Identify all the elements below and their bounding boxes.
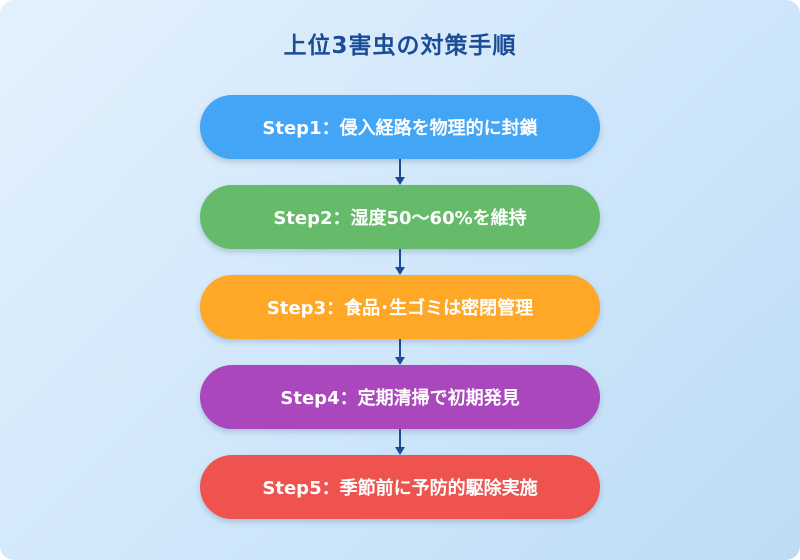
arrow-down-icon [395,339,405,365]
step-5-box: Step5：季節前に予防的駆除実施 [200,455,600,519]
step-2-box: Step2：湿度50〜60%を維持 [200,185,600,249]
arrow-4-to-5 [390,429,410,456]
arrow-down-icon [395,159,405,185]
arrow-3-to-4 [390,339,410,366]
step-4-box: Step4：定期清掃で初期発見 [200,365,600,429]
arrow-2-to-3 [390,249,410,276]
step-3-box: Step3：食品･生ゴミは密閉管理 [200,275,600,339]
arrow-down-icon [395,429,405,455]
arrow-down-icon [395,249,405,275]
arrow-1-to-2 [390,159,410,186]
diagram-title: 上位3害虫の対策手順 [283,33,517,59]
step-1-box: Step1：侵入経路を物理的に封鎖 [200,95,600,159]
